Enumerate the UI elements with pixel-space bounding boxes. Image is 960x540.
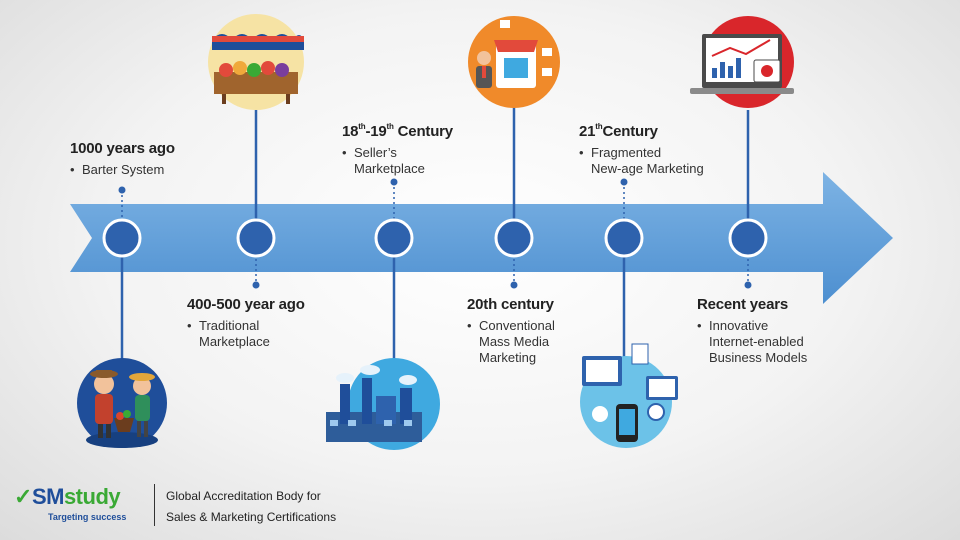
footer-divider [154, 484, 155, 526]
farmers-icon [77, 358, 167, 448]
era-title: 18th-19th Century [342, 122, 453, 140]
analytics-dashboard-icon [690, 16, 794, 108]
accreditation-text: Global Accreditation Body for Sales & Ma… [166, 489, 337, 524]
digital-devices-icon [580, 343, 678, 448]
era-20-century: 20th century Conventional Mass Media Mar… [467, 296, 555, 366]
era-bullet: Traditional Marketplace [187, 318, 305, 350]
node-21-century [604, 218, 644, 258]
era-1000-years: 1000 years ago Barter System [70, 140, 175, 178]
era-title: 1000 years ago [70, 140, 175, 157]
shop-salesman-icon [468, 16, 560, 108]
era-bullet: Barter System [70, 162, 175, 178]
node-20-century [494, 218, 534, 258]
era-bullet: Seller’s Marketplace [342, 145, 453, 177]
node-1000-years [102, 218, 142, 258]
era-title: 20th century [467, 296, 554, 313]
node-400-years [236, 218, 276, 258]
era-400-500-years: 400-500 year ago Traditional Marketplace [187, 296, 305, 350]
node-18-19-century [374, 218, 414, 258]
market-stall-icon [208, 14, 304, 110]
connector-lines [120, 105, 750, 370]
era-title: Recent years [697, 296, 788, 313]
checkmark-icon: ✓ [14, 484, 32, 509]
dotted-connectors [121, 182, 749, 284]
era-recent-years: Recent years Innovative Internet-enabled… [697, 296, 807, 366]
timeline-nodes [102, 218, 768, 258]
era-title: 400-500 year ago [187, 296, 305, 313]
node-recent-years [728, 218, 768, 258]
label-dots [118, 178, 752, 289]
era-title: 21thCentury [579, 122, 658, 140]
era-bullet: Conventional Mass Media Marketing [467, 318, 555, 366]
smstudy-logo: ✓SMstudy [14, 484, 121, 509]
era-21-century: 21thCentury Fragmented New-age Marketing [579, 122, 704, 177]
factory-icon [326, 358, 440, 450]
timeline-arrow [70, 172, 893, 304]
era-bullet: Innovative Internet-enabled Business Mod… [697, 318, 807, 366]
era-18-19-century: 18th-19th Century Seller’s Marketplace [342, 122, 453, 177]
era-bullet: Fragmented New-age Marketing [579, 145, 704, 177]
logo-tagline: Targeting success [48, 512, 127, 522]
